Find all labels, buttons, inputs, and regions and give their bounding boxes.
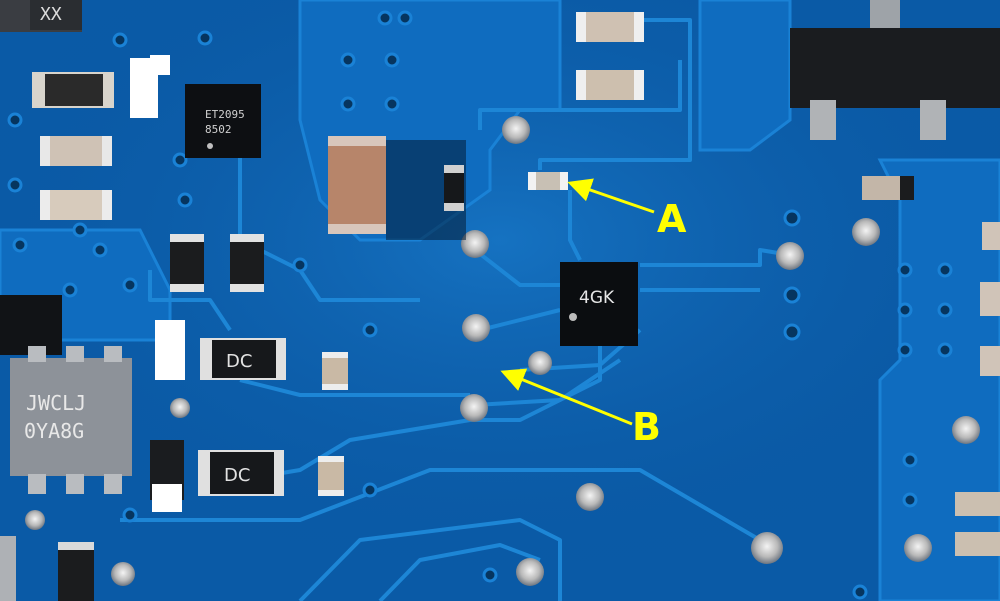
corner-chip-marking: XX [40, 4, 62, 25]
top-capacitors [576, 12, 644, 100]
via-holes [7, 10, 953, 600]
component-a [528, 172, 568, 190]
copper-traces [120, 18, 791, 601]
ic-4gk-marking: 4GK [579, 288, 615, 308]
ic-et2095-line2: 8502 [205, 123, 232, 136]
ic-jwclj: JWCLJ 0YA8G [0, 295, 185, 512]
ic-et2095-line1: ET2095 [205, 108, 245, 121]
annotation-label-b: B [632, 405, 661, 449]
corner-chip: XX [0, 0, 82, 32]
ic-jwclj-line1: JWCLJ [26, 391, 86, 415]
left-passives [32, 55, 170, 220]
bottom-left-parts [0, 536, 94, 601]
sot-diode [444, 165, 464, 211]
annotation-arrow-a [567, 178, 655, 214]
annotation-label-a: A [657, 197, 687, 241]
annotation-arrow-b [500, 368, 633, 426]
diode-dc-2-marking: DC [224, 465, 250, 486]
power-mosfet [790, 0, 1000, 140]
diode-dc-1: DC [200, 338, 286, 380]
ic-jwclj-line2: 0YA8G [24, 419, 84, 443]
resistors-pair [170, 234, 264, 292]
diode-caps [318, 352, 348, 496]
right-passives [862, 176, 1000, 556]
ic-et2095: ET2095 8502 [185, 84, 261, 158]
diode-dc-2: DC [198, 450, 284, 496]
tinned-vias [25, 116, 980, 586]
ic-4gk: 4GK [560, 262, 638, 346]
diode-dc-1-marking: DC [226, 351, 252, 372]
